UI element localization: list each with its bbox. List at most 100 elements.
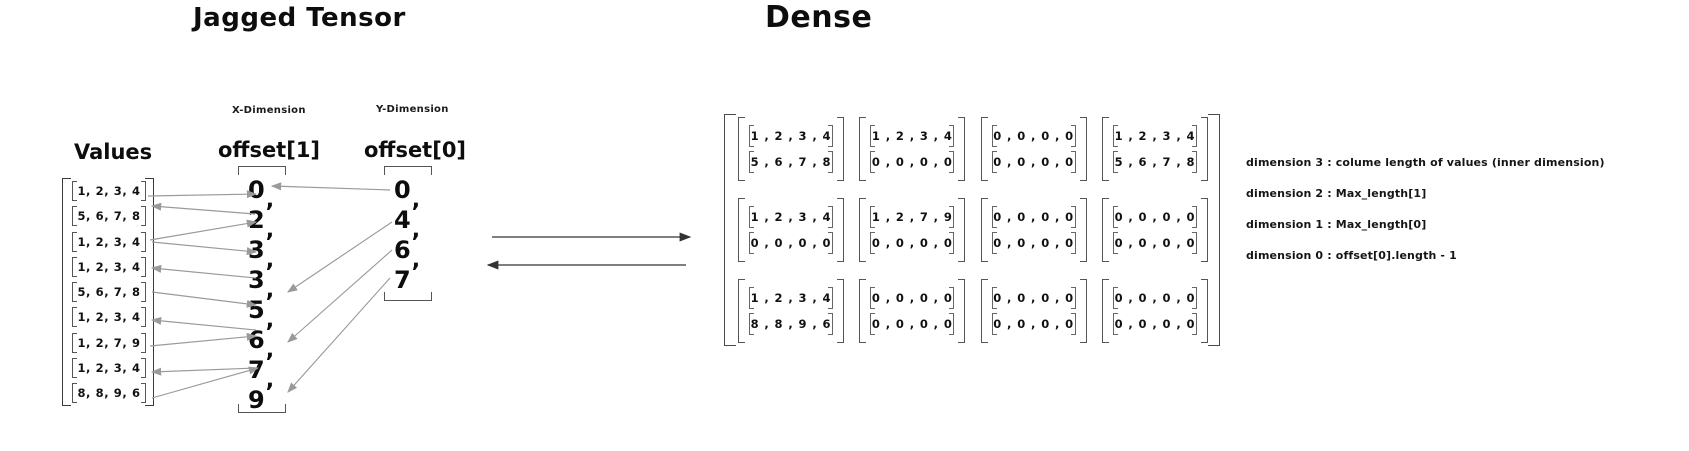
cell-bracket-right	[1200, 117, 1208, 181]
vector-bracket-left	[870, 151, 876, 173]
dense-vector-text: 1 , 2 , 7 , 9	[871, 210, 953, 224]
vector-bracket-left	[749, 206, 754, 228]
dense-vector: 0 , 0 , 0 , 0	[1112, 311, 1197, 337]
cell-bracket-right	[958, 279, 966, 343]
row-bracket-right	[141, 231, 146, 252]
vector-bracket-left	[870, 313, 876, 335]
cell-bracket-right	[1200, 198, 1208, 262]
dense-vector: 0 , 0 , 0 , 0	[991, 311, 1076, 337]
cell-bracket-left	[980, 279, 988, 343]
values-row-text: 5, 6, 7, 8	[77, 285, 141, 299]
cell-bracket-right	[958, 117, 966, 181]
dense-vector: 0 , 0 , 0 , 0	[991, 123, 1076, 149]
dense-bracket-left	[724, 114, 736, 346]
vector-bracket-left	[1112, 125, 1118, 147]
dense-vector: 0 , 0 , 0 , 0	[749, 230, 833, 256]
offset-item: 0,	[384, 178, 444, 212]
offset-value: 0	[248, 176, 265, 204]
cell-bracket-right	[1200, 279, 1208, 343]
dense-vector-text: 0 , 0 , 0 , 0	[1114, 210, 1196, 224]
dense-cell: 0 , 0 , 0 , 0 0 , 0 , 0 , 0	[977, 277, 1091, 345]
values-row: 5, 6, 7, 8	[70, 281, 148, 303]
vector-bracket-right	[1070, 232, 1076, 254]
offset-item: 0,	[238, 176, 298, 212]
row-bracket-left	[72, 231, 77, 252]
vector-bracket-right	[949, 125, 955, 147]
offset1-heading: offset[1]	[218, 138, 321, 162]
dense-vector-text: 0 , 0 , 0 , 0	[993, 236, 1075, 250]
offset-value: 6	[394, 236, 411, 264]
dense-row-list: 1 , 2 , 3 , 4 5 , 6 , 7 , 8 1 , 2 , 3 , 4 0…	[734, 114, 1212, 346]
offset-value: 9	[248, 386, 265, 414]
offset-item: 6,	[384, 236, 444, 272]
dense-vector-text: 0 , 0 , 0 , 0	[750, 236, 832, 250]
dense-vector-text: 0 , 0 , 0 , 0	[871, 236, 953, 250]
cell-bracket-left	[859, 117, 867, 181]
dimension-note: dimension 0 : offset[0].length - 1	[1246, 249, 1457, 262]
dense-vector-text: 1 , 2 , 3 , 4	[871, 129, 953, 143]
cell-bracket-right	[958, 198, 966, 262]
values-row: 8, 8, 9, 6	[70, 382, 148, 404]
vector-bracket-left	[749, 125, 754, 147]
values-row-text: 5, 6, 7, 8	[77, 209, 141, 224]
vector-bracket-left	[749, 313, 754, 335]
vector-bracket-right	[828, 313, 833, 335]
dense-vector: 1 , 2 , 7 , 9	[870, 204, 955, 230]
dense-vector: 1 , 2 , 3 , 4	[870, 123, 955, 149]
dense-vector: 0 , 0 , 0 , 0	[991, 285, 1076, 311]
dense-vector-text: 0 , 0 , 0 , 0	[1114, 291, 1196, 305]
dense-vector-text: 0 , 0 , 0 , 0	[993, 291, 1075, 305]
offset1-top-bracket	[238, 166, 286, 175]
cell-bracket-right	[837, 117, 844, 181]
vector-bracket-left	[991, 232, 997, 254]
dimension-note: dimension 3 : colume length of values (i…	[1246, 156, 1605, 169]
dense-bracket-right	[1208, 114, 1220, 346]
dense-vector: 0 , 0 , 0 , 0	[870, 230, 955, 256]
dense-vector-text: 0 , 0 , 0 , 0	[871, 291, 953, 305]
offset0-top-bracket	[384, 166, 432, 175]
row-bracket-left	[72, 256, 77, 277]
row-bracket-left	[72, 383, 77, 403]
dense-vector: 0 , 0 , 0 , 0	[991, 204, 1076, 230]
dense-vector-text: 0 , 0 , 0 , 0	[993, 129, 1075, 143]
vector-bracket-right	[828, 125, 833, 147]
dense-vector-text: 5 , 6 , 7 , 8	[1114, 155, 1196, 169]
offset-value: 6	[248, 326, 265, 354]
row-bracket-right	[141, 206, 146, 227]
values-row-text: 1, 2, 3, 4	[77, 184, 141, 198]
vector-bracket-left	[870, 125, 876, 147]
dense-vector: 0 , 0 , 0 , 0	[1112, 285, 1197, 311]
dense-vector-text: 8 , 8 , 9 , 6	[750, 317, 832, 331]
values-heading: Values	[74, 140, 153, 164]
vector-bracket-right	[949, 313, 955, 335]
values-row: 5, 6, 7, 8	[70, 205, 148, 227]
row-bracket-left	[72, 357, 77, 378]
dense-vector: 1 , 2 , 3 , 4	[1112, 123, 1197, 149]
vector-bracket-left	[870, 232, 876, 254]
row-bracket-right	[141, 282, 146, 302]
dense-cell: 0 , 0 , 0 , 0 0 , 0 , 0 , 0	[1098, 196, 1212, 264]
cell-bracket-left	[1101, 117, 1109, 181]
dense-vector: 1 , 2 , 3 , 4	[749, 204, 833, 230]
vector-bracket-left	[1112, 151, 1118, 173]
vector-bracket-left	[991, 125, 997, 147]
dense-vector-text: 1 , 2 , 3 , 4	[1114, 129, 1196, 143]
vector-bracket-right	[949, 206, 955, 228]
values-row: 1, 2, 3, 4	[70, 306, 148, 328]
dense-vector-text: 0 , 0 , 0 , 0	[1114, 236, 1196, 250]
dense-cell: 0 , 0 , 0 , 0 0 , 0 , 0 , 0	[1098, 277, 1212, 345]
row-bracket-left	[72, 332, 77, 353]
dense-vector: 0 , 0 , 0 , 0	[991, 149, 1076, 175]
offset-item: 7	[384, 268, 444, 298]
dense-vector-text: 1 , 2 , 3 , 4	[750, 129, 832, 143]
vector-bracket-right	[1070, 125, 1076, 147]
dense-vector-text: 1 , 2 , 3 , 4	[750, 291, 832, 305]
cell-bracket-left	[859, 279, 867, 343]
dense-cell: 1 , 2 , 3 , 4 0 , 0 , 0 , 0	[734, 196, 848, 264]
offset-value: 4	[394, 206, 411, 234]
dense-title: Dense	[765, 0, 873, 35]
dense-vector-text: 0 , 0 , 0 , 0	[1114, 317, 1196, 331]
offset-separator: ,	[411, 248, 421, 273]
